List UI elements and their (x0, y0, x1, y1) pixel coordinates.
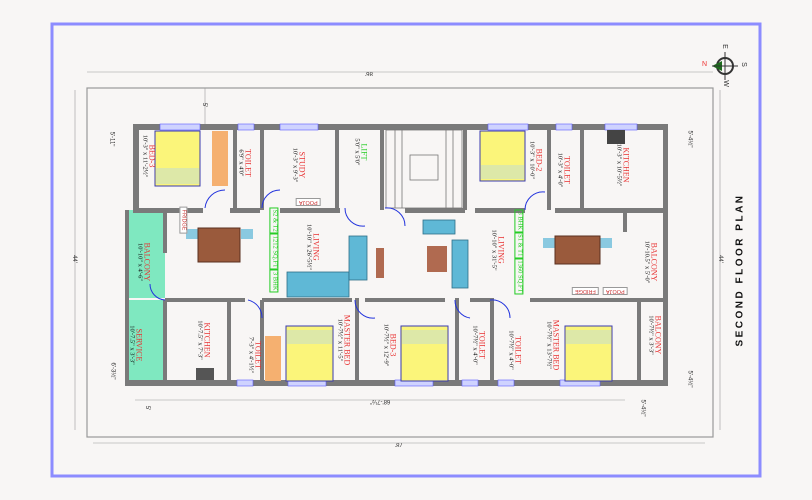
fridge-tag-left: FRIDGE (179, 206, 188, 234)
sofas (286, 219, 469, 298)
compass-south: S (739, 62, 747, 67)
dim-top-overall: 86' (365, 70, 373, 76)
unit-info-left: S2 & T21212 SQ.FT3 BHK (269, 207, 279, 293)
dim-right-top-setback: 5'-4½" (686, 130, 693, 148)
dim-bottom-setback-right: 5'-4½" (639, 399, 646, 417)
dining-table-right (543, 235, 612, 265)
fridge-tag-right: FRIDGE (572, 287, 599, 295)
dimension-lines (74, 71, 721, 444)
compass-west: W (721, 80, 729, 87)
dim-top-setback: 5' (201, 102, 208, 108)
drawing-title: SECOND FLOOR PLAN (734, 193, 746, 347)
compass-east: E (720, 44, 728, 49)
plot-boundary (86, 87, 714, 438)
dim-bottom-setback-left: 5' (144, 405, 151, 411)
pooja-tag-left: POOJA (296, 198, 321, 206)
pooja-tag-right: POOJA (603, 287, 628, 295)
dim-building-length: 68'-7½" (370, 398, 391, 404)
unit-info-right: 3 BHKS1 & T11360 SQ.FT (514, 209, 524, 295)
dim-right-bottom-setback: 5'-4½" (686, 370, 693, 388)
bed-linens (156, 165, 611, 344)
wardrobe (212, 131, 228, 186)
dining-table-left (186, 227, 253, 263)
compass-icon (712, 52, 738, 80)
wardrobe (265, 336, 281, 381)
tv-unit (376, 248, 384, 278)
staircase (385, 129, 463, 209)
sink (196, 368, 214, 380)
stove (607, 130, 625, 144)
dim-left-bottom-setback: 6'-3½" (109, 362, 116, 380)
sheet-border (50, 22, 762, 478)
windows (159, 123, 638, 387)
coffee-table (427, 246, 447, 272)
balcony-left (125, 210, 165, 298)
doors (149, 189, 546, 319)
dim-right-overall: 44' (716, 255, 723, 263)
dim-left-overall: 44' (70, 255, 77, 263)
dim-bottom-overall: 78' (395, 441, 403, 447)
dim-left-top-setback: 5'-11" (108, 131, 115, 147)
service-area (125, 300, 165, 385)
compass-north: N (702, 61, 708, 68)
